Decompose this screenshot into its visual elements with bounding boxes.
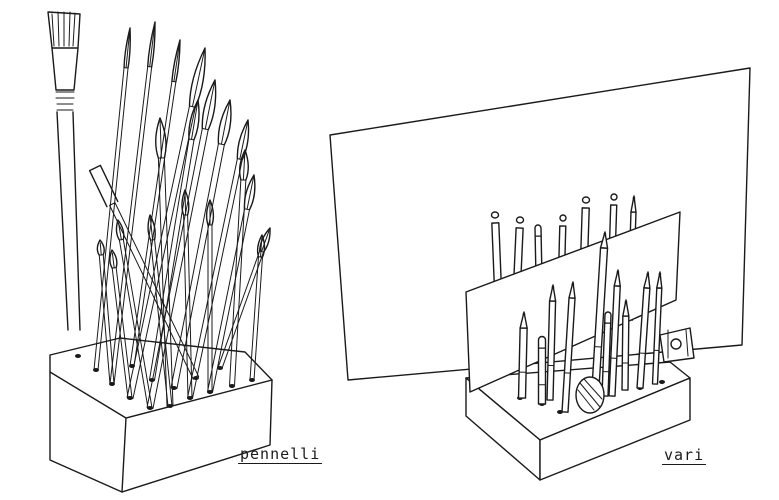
pencil-front-6 [608,269,621,397]
brush-1 [93,27,131,371]
large-flat-brush [47,11,81,331]
caption-vari: vari [662,446,707,465]
brush-holder-block [49,337,273,493]
brush-6 [149,99,200,381]
brush-16 [147,214,173,407]
brush-2 [109,21,156,385]
brush-14 [249,234,266,381]
eraser-wheel [575,376,605,414]
pencil-front-4 [561,281,576,413]
pencil-front-8 [651,271,663,385]
brush-11 [207,174,256,393]
brush-5 [146,79,217,410]
brush-3 [129,39,181,367]
brush-7 [155,117,174,407]
pencil-front-1 [517,311,528,399]
brush-19 [109,249,133,399]
caption-pennelli: pennelli [238,445,323,464]
pencils-front-row [517,231,663,413]
brush-15 [115,219,153,409]
pencil-front-9 [601,311,612,397]
pencil-sharpener [659,327,695,363]
brush-18 [205,199,215,393]
brush-12 [217,227,271,370]
brush-13 [229,149,249,387]
pencil-front-7 [636,271,651,389]
paint-brushes [88,21,271,410]
pencil-front-3 [546,284,557,401]
brush-20 [96,239,115,385]
brush-8 [170,99,232,390]
pencil-front-2 [537,335,547,405]
pencil-front-10 [621,299,630,391]
brush-17 [181,189,193,399]
